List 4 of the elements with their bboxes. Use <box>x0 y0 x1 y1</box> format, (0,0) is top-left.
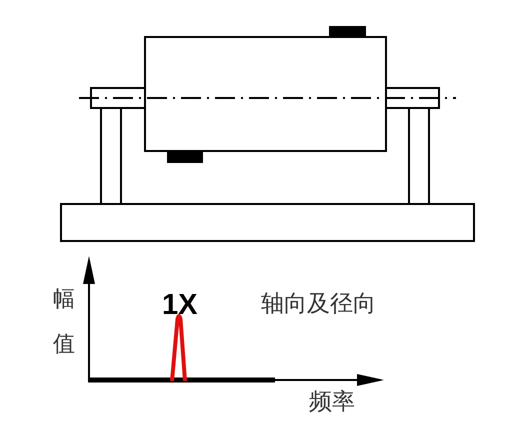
axis-label: 幅值 <box>53 286 75 359</box>
axis-label: 频率 <box>309 391 355 414</box>
peak-label: 1X <box>162 291 198 320</box>
note-text: 轴向及径向 <box>261 293 376 316</box>
